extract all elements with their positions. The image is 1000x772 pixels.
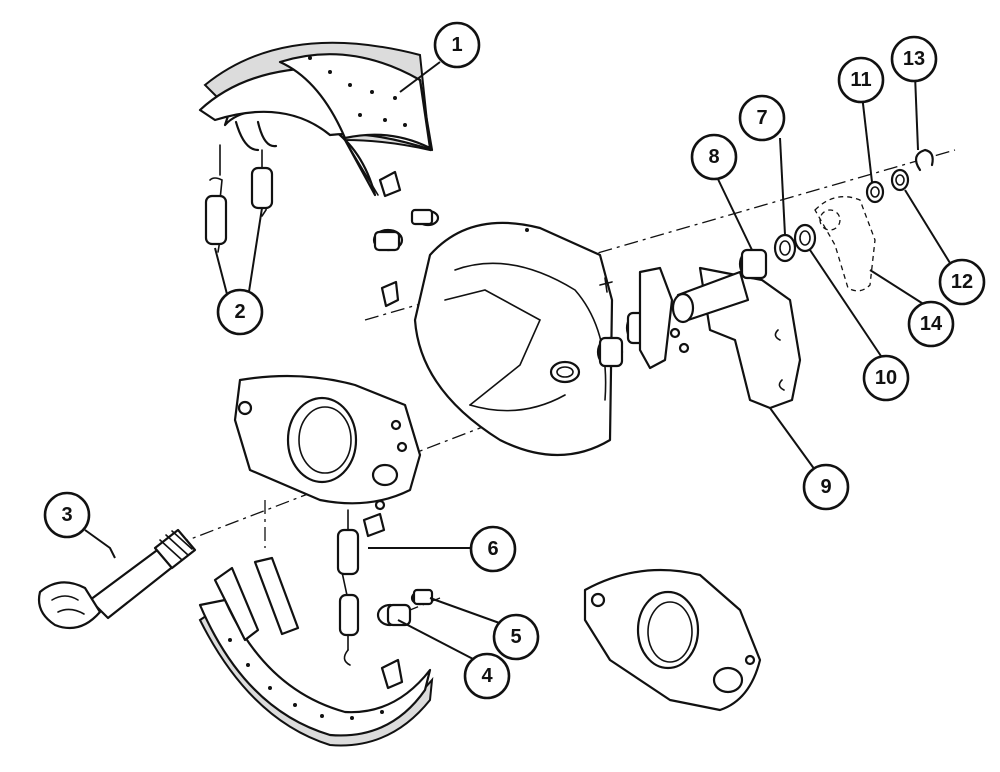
callout-12: 12: [938, 258, 986, 306]
washer-10: [793, 223, 817, 253]
washer-12: [890, 168, 910, 192]
spider-plate-alternate: [583, 568, 762, 712]
leader-lines: [84, 61, 951, 661]
dust-shield: [413, 221, 614, 456]
callout-6-label: 6: [487, 538, 498, 560]
camshaft: [37, 528, 197, 630]
callout-5: 5: [492, 613, 540, 661]
callout-5-label: 5: [510, 626, 521, 648]
callout-6: 6: [469, 525, 517, 573]
callout-11-label: 11: [850, 69, 871, 91]
callout-7: 7: [738, 94, 786, 142]
upper-brake-shoe: [198, 41, 434, 198]
callout-4-label: 4: [481, 665, 493, 687]
bushing-8: [738, 248, 768, 280]
lower-brake-shoe: [198, 556, 434, 747]
callout-9: 9: [802, 463, 850, 511]
callout-3-label: 3: [61, 504, 72, 526]
callout-14-label: 14: [920, 313, 943, 335]
callout-1: 1: [433, 21, 481, 69]
camshaft-bracket: [638, 266, 690, 370]
callout-1-label: 1: [451, 34, 462, 56]
callout-13: 13: [890, 35, 938, 83]
callout-8-label: 8: [708, 146, 719, 168]
spider-plate: [233, 374, 422, 511]
upper-shoe-rivets: [308, 56, 407, 127]
callout-7-label: 7: [756, 107, 767, 129]
callout-3: 3: [43, 491, 91, 539]
callout-8: 8: [690, 133, 738, 181]
callout-10-label: 10: [875, 367, 897, 389]
callout-13-label: 13: [903, 48, 925, 70]
washer-11: [865, 180, 885, 204]
callout-4: 4: [463, 652, 511, 700]
seal-7: [773, 233, 797, 263]
lower-shoe-rivets: [228, 638, 384, 720]
lower-rollers: [376, 588, 434, 627]
snap-ring-13: [914, 148, 934, 172]
callout-11: 11: [837, 56, 885, 104]
slack-adjuster: [814, 196, 876, 292]
chamber-bracket: [671, 266, 802, 410]
callout-2-label: 2: [234, 301, 245, 323]
callout-10: 10: [862, 354, 910, 402]
callout-12-label: 12: [951, 271, 973, 293]
callout-9-label: 9: [820, 476, 831, 498]
upper-shoe-rollers: [372, 208, 440, 308]
callout-14: 14: [907, 300, 955, 348]
lower-return-spring: [336, 509, 386, 666]
callout-2: 2: [216, 288, 264, 336]
upper-return-springs: [204, 144, 274, 253]
